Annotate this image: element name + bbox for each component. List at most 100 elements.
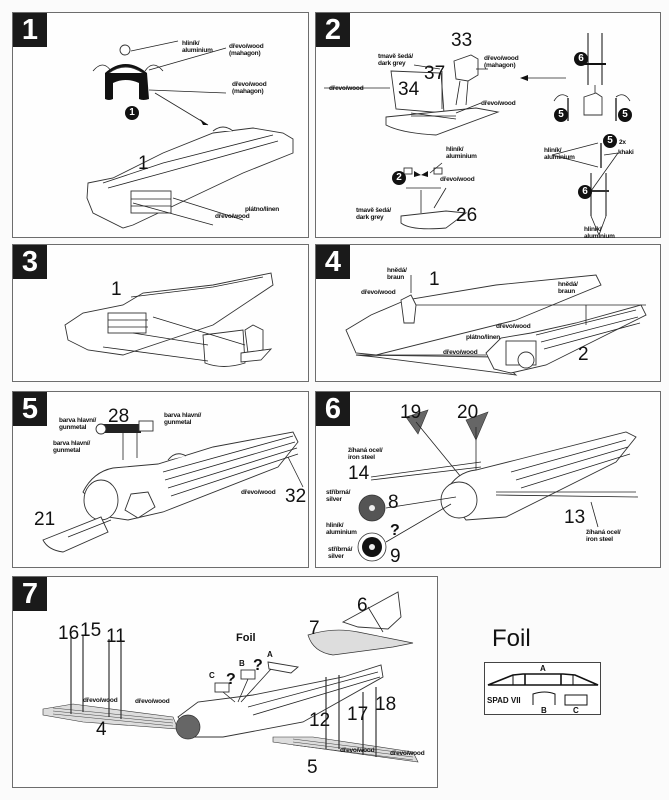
part-number-11: 11 xyxy=(106,626,126,647)
foil-label: Foil xyxy=(236,632,256,644)
question-mark: ? xyxy=(226,671,236,688)
label-frame-aluminium: hliník/ aluminium xyxy=(584,226,615,240)
label-fabric-linen: plátno/linen xyxy=(466,334,501,341)
part-number-14: 14 xyxy=(348,463,370,484)
label-gauge-aluminium: hliník/ aluminium xyxy=(182,40,213,54)
part-number-19: 19 xyxy=(400,402,422,423)
part-number-17: 17 xyxy=(347,704,369,725)
foil-legend-box: A SPAD VII B C xyxy=(484,662,601,715)
part-number-1: 1 xyxy=(111,279,122,300)
cockpit-floor-seat-drawing xyxy=(324,33,631,236)
foil-part-c: C xyxy=(209,671,215,680)
question-mark: ? xyxy=(253,657,263,674)
label-bracket-aluminium: hliník/ aluminium xyxy=(446,146,477,160)
label-struts-wood-d: dřevo/wood xyxy=(390,750,425,757)
label-struts-wood-a: dřevo/wood xyxy=(83,697,118,704)
label-struts-wood-b: dřevo/wood xyxy=(135,698,170,705)
step-number: 4 xyxy=(316,245,350,279)
part-number-2: 2 xyxy=(578,344,589,365)
step-panel-2: 2 xyxy=(315,12,661,240)
part-number-18: 18 xyxy=(375,694,397,715)
question-mark: ? xyxy=(390,522,400,539)
callout-marker-6: 6 xyxy=(574,52,588,66)
foil-legend-part-b: B xyxy=(541,706,547,715)
label-panel-side-mahogany: dřevo/wood (mahagon) xyxy=(232,81,267,95)
part-number-4: 4 xyxy=(96,719,107,740)
foil-legend-model: SPAD VII xyxy=(487,696,521,705)
fuselage-half-drawing xyxy=(64,272,274,367)
foil-legend-title: Foil xyxy=(492,625,531,652)
step-number: 5 xyxy=(13,392,47,426)
label-headrest-brown-right: hnědá/ braun xyxy=(558,281,578,295)
step-number: 2 xyxy=(316,13,350,47)
foil-legend-part-c: C xyxy=(573,706,579,715)
label-wheel8-silver: stříbrná/ silver xyxy=(326,489,351,503)
callout-marker-5: 5 xyxy=(603,134,617,148)
part-number-33: 33 xyxy=(451,30,473,51)
label-seat-mahogany: dřevo/wood (mahagon) xyxy=(484,55,519,69)
label-rudder-floor-dark-grey: tmavě šedá/ dark grey xyxy=(356,207,392,221)
label-headrest-brown-left: hnědá/ braun xyxy=(387,267,407,281)
label-stick-aluminium: hliník/ aluminium xyxy=(544,147,575,161)
label-wheel-aluminium: hliník/ aluminium xyxy=(326,522,357,536)
fuselage-frame-drawing xyxy=(86,40,294,229)
part-number-7: 7 xyxy=(309,618,320,639)
part-number-1: 1 xyxy=(429,269,440,290)
step-panel-4: 4 1 2 hnědá/ braun dřevo/wood hnědá/ bra… xyxy=(315,244,661,382)
wings-tail-drawing xyxy=(42,591,419,763)
foil-part-b: B xyxy=(239,659,245,668)
callout-marker-5-right: 5 xyxy=(618,108,632,122)
label-stick-khaki: khaki xyxy=(618,149,634,156)
part-number-1: 1 xyxy=(138,153,149,174)
label-nose-wood: dřevo/wood xyxy=(443,349,478,356)
part-number-12: 12 xyxy=(309,710,331,731)
step-number: 6 xyxy=(316,392,350,426)
callout-marker-2: 2 xyxy=(392,171,406,185)
label-coaming-wood-left: dřevo/wood xyxy=(361,289,396,296)
part-number-28: 28 xyxy=(108,406,130,427)
undercarriage-drawing xyxy=(357,409,639,562)
nose-gun-drawing xyxy=(42,420,304,553)
callout-marker-6-lower: 6 xyxy=(578,185,592,199)
foil-parts-diagram xyxy=(487,673,599,706)
foil-legend-part-a: A xyxy=(540,664,546,673)
step-number: 7 xyxy=(13,577,47,611)
foil-part-a: A xyxy=(267,650,273,659)
label-gun-mount-gunmetal: barva hlavní/ gunmetal xyxy=(53,440,91,454)
label-axle-steel-right: žíhaná ocel/ iron steel xyxy=(586,529,621,543)
part-number-5: 5 xyxy=(307,757,318,778)
label-bulkhead-wood: dřevo/wood xyxy=(329,85,364,92)
step-panel-6: 6 19 20 14 8 9 13 ? žíhaná ocel/ iron st… xyxy=(315,391,661,568)
part-number-37: 37 xyxy=(424,63,446,84)
label-struts-wood-c: dřevo/wood xyxy=(340,747,375,754)
label-axle-steel-left: žíhaná ocel/ iron steel xyxy=(348,447,383,461)
part-number-13: 13 xyxy=(564,507,586,528)
part-number-26: 26 xyxy=(456,205,478,226)
label-frame-wood: dřevo/wood xyxy=(215,213,250,220)
label-floor-dark-grey: tmavě šedá/ dark grey xyxy=(378,53,414,67)
label-floor-wood: dřevo/wood xyxy=(481,100,516,107)
label-gun-gunmetal: barva hlavní/ gunmetal xyxy=(59,417,97,431)
part-number-21: 21 xyxy=(34,509,56,530)
label-panel-mahogany: dřevo/wood (mahagon) xyxy=(229,43,264,57)
part-number-6: 6 xyxy=(357,595,368,616)
part-number-9: 9 xyxy=(390,546,401,567)
label-rudder-bar-wood: dřevo/wood xyxy=(440,176,475,183)
step-panel-3: 3 1 xyxy=(12,244,309,382)
step-panel-1: 1 1 1 hliník/ aluminium dřevo/wood (maha… xyxy=(12,12,309,238)
label-fabric-linen: plátno/linen xyxy=(245,206,280,213)
step-panel-5: 5 28 21 32 barva hlavní/ gunmetal barva … xyxy=(12,391,309,568)
multiplier-2x: 2x xyxy=(619,139,626,146)
fuselage-join-drawing xyxy=(345,274,647,376)
part-number-32: 32 xyxy=(285,486,307,507)
callout-marker-5-left: 5 xyxy=(554,108,568,122)
part-number-15: 15 xyxy=(80,620,102,641)
label-wheel9-silver: stříbrná/ silver xyxy=(328,546,353,560)
label-tailskid-wood: dřevo/wood xyxy=(241,489,276,496)
part-number-20: 20 xyxy=(457,402,479,423)
label-sight-gunmetal: barva hlavní/ gunmetal xyxy=(164,412,202,426)
callout-marker-1: 1 xyxy=(125,106,139,120)
step-number: 3 xyxy=(13,245,47,279)
label-coaming-wood-right: dřevo/wood xyxy=(496,323,531,330)
step-number: 1 xyxy=(13,13,47,47)
